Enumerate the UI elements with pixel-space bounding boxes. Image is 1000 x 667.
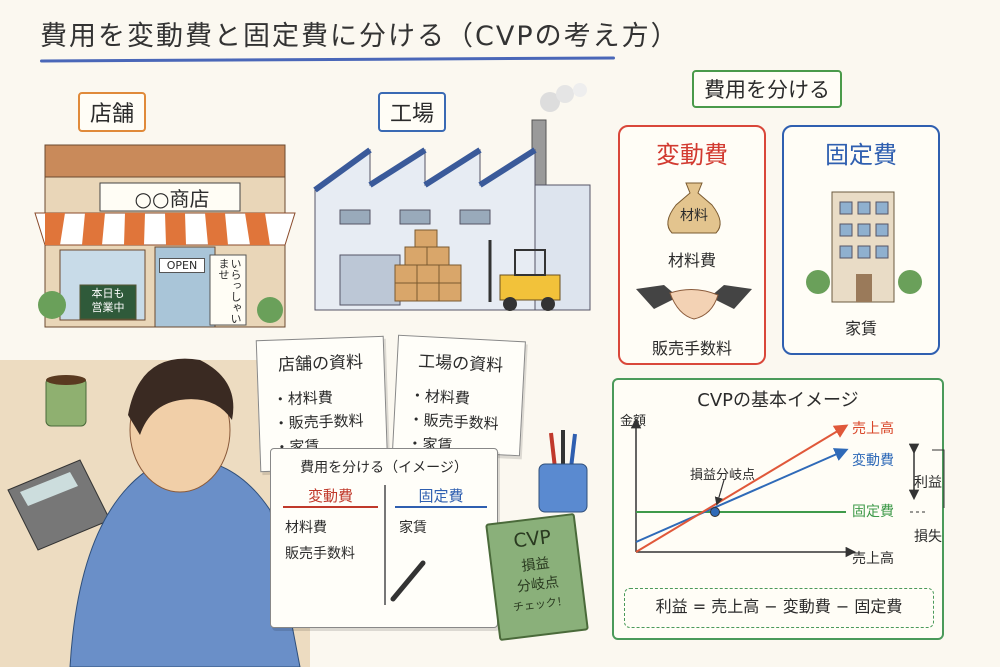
- break-even-label: 損益分岐点: [690, 468, 756, 483]
- material-bag-label: 材料: [680, 208, 708, 224]
- welcome-banner: いらっしゃいませ: [217, 258, 242, 324]
- x-axis-label: 売上高: [852, 551, 894, 567]
- cvp-heading: CVPの基本イメージ: [697, 390, 859, 411]
- fixed-cost-title: 固定費: [825, 141, 897, 169]
- page-title: 費用を変動費と固定費に分ける（CVPの考え方）: [40, 21, 680, 52]
- variable-cost-line: [635, 448, 849, 543]
- loss-label: 損失: [914, 529, 942, 545]
- open-sign: OPEN: [159, 258, 205, 273]
- awning: [34, 212, 296, 246]
- notebook-fixed-item: 家賃: [399, 520, 427, 536]
- cvp-plot: [630, 417, 945, 558]
- profit-label: 利益: [914, 475, 942, 491]
- variable-cost-title: 変動費: [656, 141, 728, 169]
- open-board-line1: 本日も: [91, 287, 125, 300]
- open-board-line2: 営業中: [91, 301, 125, 314]
- break-even-point: [710, 507, 720, 517]
- profit-formula: 利益 = 売上高 − 変動費 − 固定費: [624, 588, 934, 628]
- fixed-cost-box: 固定費 家賃: [782, 125, 940, 355]
- cvp-diagram: CVPの基本イメージ 金額 売上高 変動費 固定費 損益分岐点 売上高 利益 損…: [612, 378, 945, 640]
- factory-tag: 工場: [378, 92, 447, 132]
- mug: [45, 375, 87, 427]
- store-tag: 店舗: [78, 92, 147, 132]
- notebook-title: 費用を分ける（イメージ）: [300, 460, 468, 476]
- notebook-fixed-heading: 固定費: [395, 485, 487, 508]
- profit-bracket: [932, 449, 945, 508]
- variable-cost-box: 変動費 材料 材料費 販売手数料: [618, 125, 766, 365]
- variable-item-material: 材料費: [667, 251, 716, 270]
- open-board: 本日も 営業中: [82, 287, 134, 315]
- title-underline: [39, 56, 616, 63]
- notebook-variable-item: 販売手数料: [285, 546, 355, 562]
- material-bag-icon: [667, 182, 721, 234]
- person-illustration: [0, 358, 310, 667]
- notebook-variable-item: 材料費: [285, 520, 327, 536]
- store-illustration: [34, 144, 296, 328]
- break-even-pointer: [714, 479, 725, 506]
- factory-illustration: [313, 83, 591, 311]
- sales-line-label: 売上高: [852, 421, 894, 437]
- calculator: [7, 459, 111, 551]
- sales-line: [635, 424, 849, 553]
- variable-line-label: 変動費: [852, 453, 894, 469]
- notebook: 費用を分ける（イメージ） 変動費 固定費 材料費 販売手数料 家賃: [270, 448, 498, 628]
- handshake-icon: [636, 285, 752, 320]
- cvp-book: CVP 損益 分岐点 チェック！: [485, 512, 589, 642]
- notebook-variable-heading: 変動費: [283, 485, 378, 508]
- store-document-title: 店舗の資料: [277, 352, 364, 376]
- building-icon: [806, 191, 922, 303]
- fixed-line-label: 固定費: [852, 504, 894, 520]
- variable-item-commission: 販売手数料: [651, 339, 732, 358]
- store-sign: ○○商店: [134, 187, 210, 211]
- factory-document-title: 工場の資料: [417, 351, 504, 377]
- pen-holder: [538, 430, 588, 513]
- fixed-item-rent: 家賃: [844, 319, 877, 338]
- split-heading: 費用を分ける: [692, 70, 842, 108]
- notebook-divider: [384, 485, 386, 605]
- pen-icon: [390, 560, 426, 602]
- factory-document: 工場の資料 ・材料費 ・販売手数料 ・家賃 ・・・: [392, 334, 526, 479]
